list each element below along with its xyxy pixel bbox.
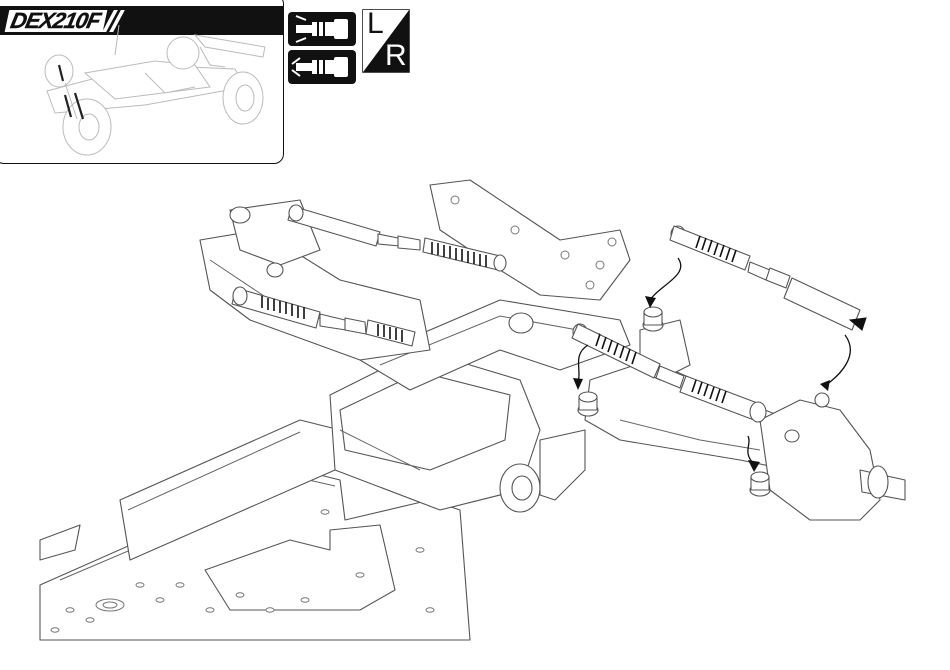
front-bulkhead — [330, 350, 585, 512]
shock-tower — [430, 180, 630, 300]
right-suspension-assembly — [585, 320, 905, 520]
turnbuckle-right-upper — [670, 226, 866, 330]
